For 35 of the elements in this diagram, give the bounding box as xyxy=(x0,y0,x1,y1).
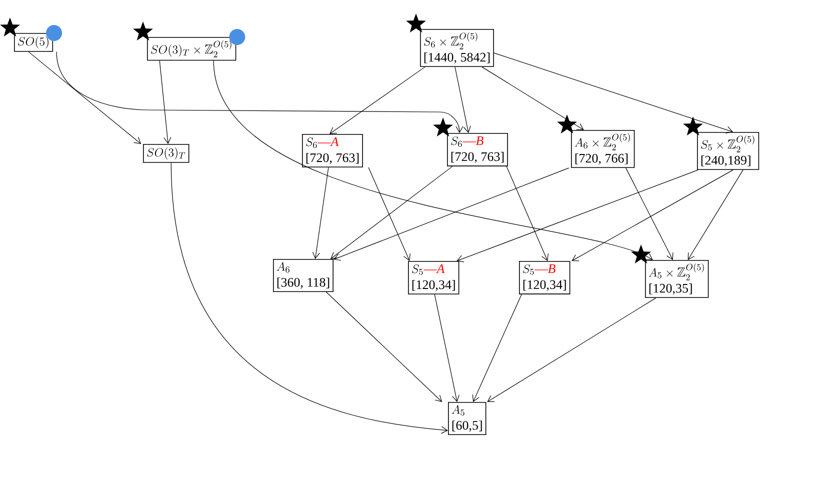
arrow xyxy=(329,66,426,134)
arrow xyxy=(456,170,698,262)
group-box: $S_5$—B [120,34] xyxy=(519,261,570,294)
group-box: $S_6 \times \mathbb{Z}_2^{O(5)}$ [1440, 5842] xyxy=(420,29,494,67)
group-box: $S_6$—B [720, 763] xyxy=(447,133,508,166)
arrow xyxy=(572,170,734,262)
group-box: $S_5 \times \mathbb{Z}_2^{O(5)}$ [240,189] xyxy=(697,132,760,170)
arrow xyxy=(333,168,570,261)
arrow xyxy=(626,168,674,260)
arrow xyxy=(487,298,656,402)
arrow xyxy=(472,294,522,402)
group-box: $S_6$—A [720, 763] xyxy=(302,134,363,168)
group-box: $S_5$—A [120,34] xyxy=(408,261,460,294)
arrow xyxy=(506,166,548,261)
arrow xyxy=(159,60,172,144)
arrow xyxy=(688,170,744,260)
arrow xyxy=(28,52,142,144)
group-box: $SO(3)_T \times \mathbb{Z}_2^{O(5)}$ xyxy=(147,37,236,61)
group-box: $A_6$ [360, 118] xyxy=(273,259,334,292)
group-box: $SO(3)_T$ xyxy=(143,144,190,163)
arrow xyxy=(494,52,734,134)
arrow xyxy=(326,292,442,402)
arrow xyxy=(330,166,453,259)
group-box: $A_6 \times \mathbb{Z}_2^{O(5)}$ [720, 766] xyxy=(571,130,635,168)
arrow xyxy=(56,52,464,133)
arrow xyxy=(170,162,448,434)
arrow xyxy=(454,66,471,133)
arrow xyxy=(213,60,653,260)
arrow xyxy=(434,294,460,402)
arrow xyxy=(482,66,584,130)
group-box: $SO(5)$ xyxy=(14,33,54,52)
group-box: $A_5$ [60,5] xyxy=(448,402,486,435)
arrow xyxy=(368,167,410,261)
group-box: $A_5 \times \mathbb{Z}_2^{O(5)}$ [120,35] xyxy=(645,260,709,298)
arrow xyxy=(312,167,329,259)
